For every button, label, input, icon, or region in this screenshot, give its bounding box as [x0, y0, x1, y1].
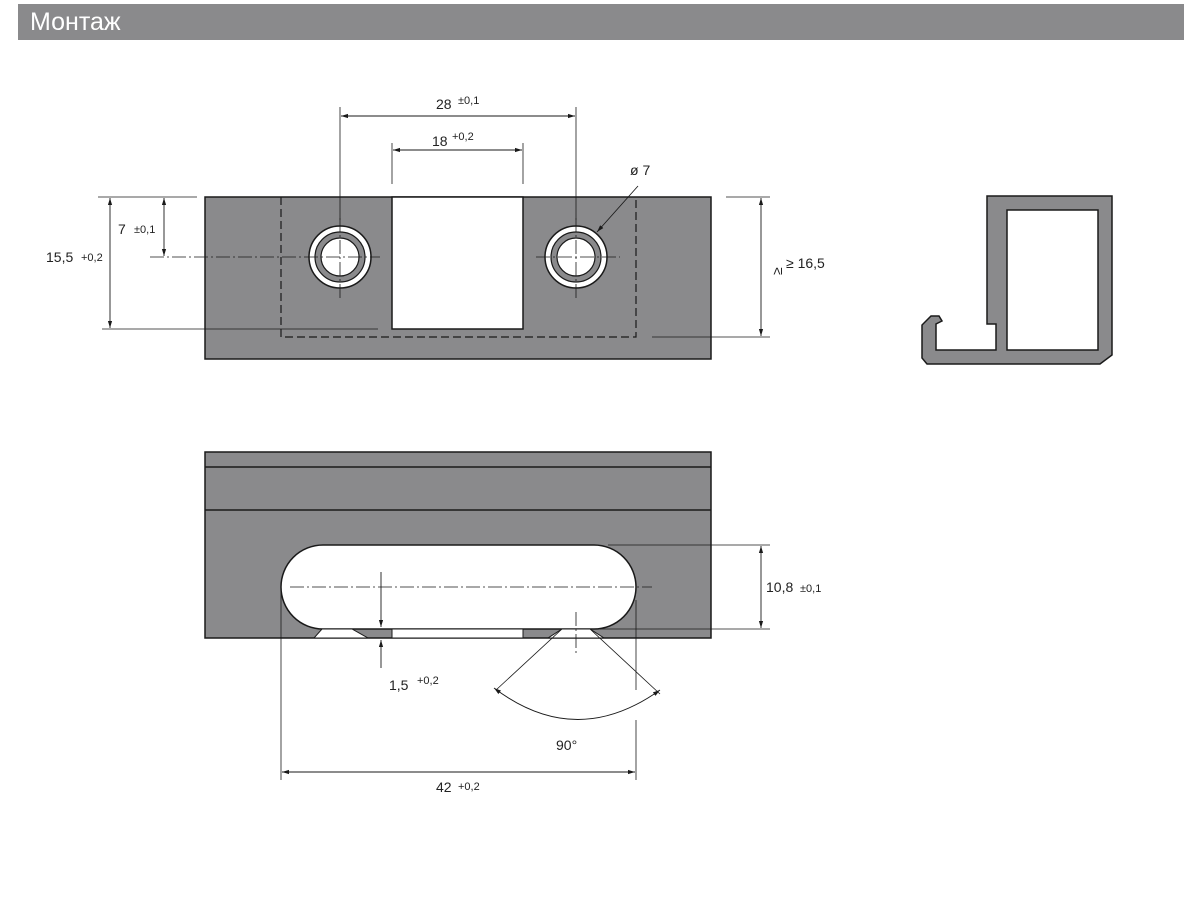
top-view: 28 ±0,1 18 +0,2 ø 7 7 ±0,1 15,5 +0,2 ≥ ≥…	[46, 95, 825, 360]
dim-7: 7	[118, 221, 126, 237]
dim-15-5-tol: +0,2	[81, 252, 103, 264]
dim-dia-7: ø 7	[630, 162, 650, 178]
page-title: Монтаж	[30, 8, 121, 36]
profile-section	[921, 195, 1113, 365]
dim-1-5: 1,5	[389, 677, 409, 693]
dim-42: 42	[436, 779, 452, 795]
extension-lines	[98, 107, 770, 338]
dim-angle-90: 90°	[556, 737, 577, 753]
dim-1-5-tol: +0,2	[417, 675, 439, 687]
rect-opening	[391, 196, 524, 330]
dim-18: 18	[432, 133, 448, 149]
dim-28-tol: ±0,1	[458, 95, 479, 107]
hidden-outline	[280, 197, 637, 338]
dim-16-5: ≥ 16,5	[786, 255, 825, 271]
dim-7-tol: ±0,1	[134, 224, 155, 236]
dim-15-5: 15,5	[46, 249, 73, 265]
dim-ge-16-5-sign: ≥	[769, 267, 785, 275]
bottom-view: 10,8 ±0,1 1,5 +0,2 90° 42 +0,2	[204, 451, 821, 795]
dimension-lines	[107, 113, 764, 336]
dim-10-8-tol: ±0,1	[800, 583, 821, 595]
header-bar: Монтаж	[18, 4, 1184, 40]
center-lines	[150, 218, 620, 300]
dim-42-tol: +0,2	[458, 781, 480, 793]
dim-28: 28	[436, 96, 452, 112]
dim-10-8: 10,8	[766, 579, 793, 595]
dim-18-tol: +0,2	[452, 131, 474, 143]
